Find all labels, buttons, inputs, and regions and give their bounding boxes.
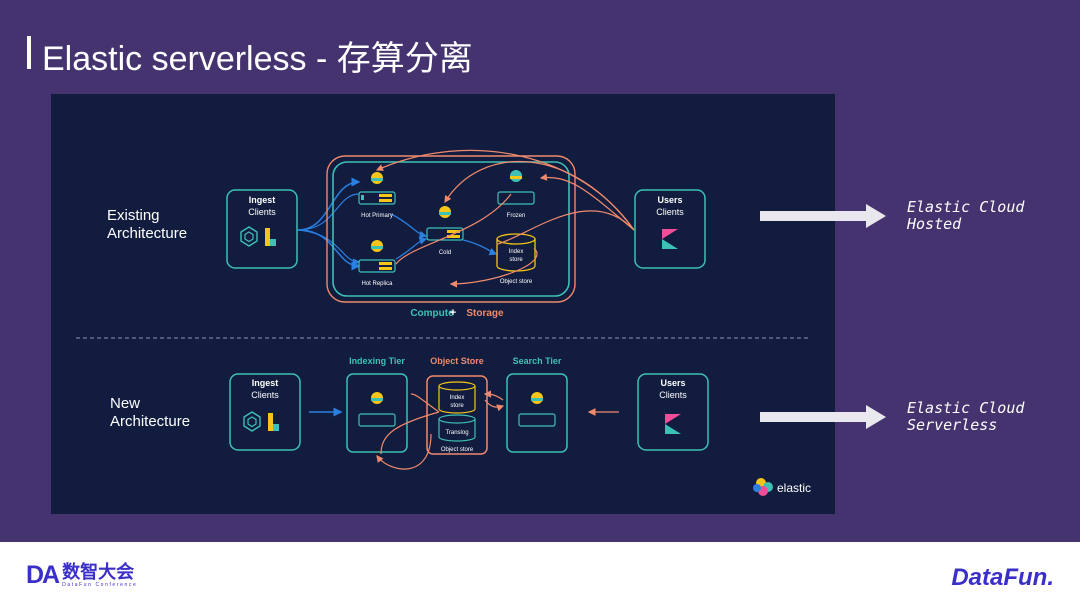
compute-container bbox=[332, 161, 570, 297]
indexing-tier-header: Indexing Tier bbox=[349, 356, 405, 366]
kibana-icon bbox=[665, 414, 681, 434]
kibana-icon bbox=[662, 229, 678, 249]
new-object-store-box: Index store Translog Object store bbox=[426, 375, 488, 455]
right-arrow-icon bbox=[760, 204, 886, 228]
new-users-sub: Clients bbox=[659, 390, 687, 400]
slide: Elastic serverless - 存算分离 Ingest Clients bbox=[0, 0, 1080, 542]
translog-label: Translog bbox=[445, 430, 468, 436]
existing-index-store-l2: store bbox=[509, 257, 523, 263]
plus-label: + bbox=[450, 307, 456, 319]
search-tier-box bbox=[506, 373, 568, 453]
existing-label-1: Existing bbox=[107, 207, 160, 224]
new-users-box: Users Clients bbox=[637, 373, 709, 451]
da-mark: DA bbox=[26, 561, 60, 589]
datafun-logo: DataFun. bbox=[951, 564, 1054, 591]
new-object-store-label: Object store bbox=[441, 447, 474, 453]
hot-replica-node: Hot Replica bbox=[358, 240, 396, 287]
new-ingest-box: Ingest Clients bbox=[229, 373, 301, 451]
frozen-node: Frozen bbox=[497, 170, 535, 219]
new-label-2: Architecture bbox=[110, 413, 191, 430]
search-tier-header: Search Tier bbox=[513, 356, 562, 366]
footer: DA 数智大会 DataFun Conference DataFun. bbox=[0, 542, 1080, 607]
new-label-1: New bbox=[110, 395, 141, 412]
cold-node: Cold bbox=[426, 206, 464, 256]
existing-index-store-l1: Index bbox=[509, 249, 524, 255]
new-ingest-title: Ingest bbox=[252, 378, 279, 388]
logstash-icon bbox=[265, 228, 276, 246]
existing-ingest-sub: Clients bbox=[248, 207, 276, 217]
serverless-label-2: Serverless bbox=[907, 416, 998, 434]
diagram-panel: Ingest Clients bbox=[51, 94, 835, 514]
beats-icon bbox=[243, 411, 261, 432]
new-index-store-l2: store bbox=[450, 403, 464, 409]
existing-ingest-box: Ingest Clients bbox=[226, 189, 298, 269]
existing-object-store-label: Object store bbox=[500, 279, 533, 285]
hot-primary-label: Hot Primary bbox=[361, 213, 393, 219]
right-arrow-icon bbox=[760, 405, 886, 429]
cold-label: Cold bbox=[439, 250, 451, 256]
storage-container bbox=[326, 155, 576, 303]
existing-users-title: Users bbox=[657, 195, 682, 205]
logstash-icon bbox=[268, 413, 279, 431]
object-store-header: Object Store bbox=[430, 356, 484, 366]
hot-replica-label: Hot Replica bbox=[361, 281, 393, 287]
new-index-store-l1: Index bbox=[450, 395, 465, 401]
existing-label-2: Architecture bbox=[107, 225, 188, 242]
slide-title: Elastic serverless - 存算分离 bbox=[42, 40, 473, 78]
hot-primary-node: Hot Primary bbox=[358, 172, 396, 219]
elastic-logo: elastic bbox=[753, 478, 811, 496]
elastic-wordmark: elastic bbox=[777, 481, 811, 495]
existing-users-box: Users Clients bbox=[634, 189, 706, 269]
beats-icon bbox=[240, 226, 258, 247]
new-users-title: Users bbox=[660, 378, 685, 388]
da-cn-text: 数智大会 bbox=[62, 562, 135, 582]
existing-index-store: Index store Object store bbox=[496, 233, 536, 285]
storage-label: Storage bbox=[466, 308, 504, 319]
serverless-label-1: Elastic Cloud bbox=[907, 399, 1025, 417]
new-ingest-sub: Clients bbox=[251, 390, 279, 400]
hosted-label-1: Elastic Cloud bbox=[907, 198, 1025, 216]
hosted-label-2: Hosted bbox=[907, 215, 962, 233]
indexing-tier-box bbox=[346, 373, 408, 453]
existing-users-sub: Clients bbox=[656, 207, 684, 217]
title-accent-bar bbox=[27, 36, 31, 69]
architecture-diagram: Ingest Clients bbox=[76, 149, 811, 496]
existing-ingest-title: Ingest bbox=[249, 195, 276, 205]
frozen-label: Frozen bbox=[507, 213, 526, 219]
compute-label: Compute bbox=[410, 308, 454, 319]
datafun-conference-logo: DA 数智大会 DataFun Conference bbox=[26, 562, 137, 590]
da-en-text: DataFun Conference bbox=[62, 582, 138, 588]
